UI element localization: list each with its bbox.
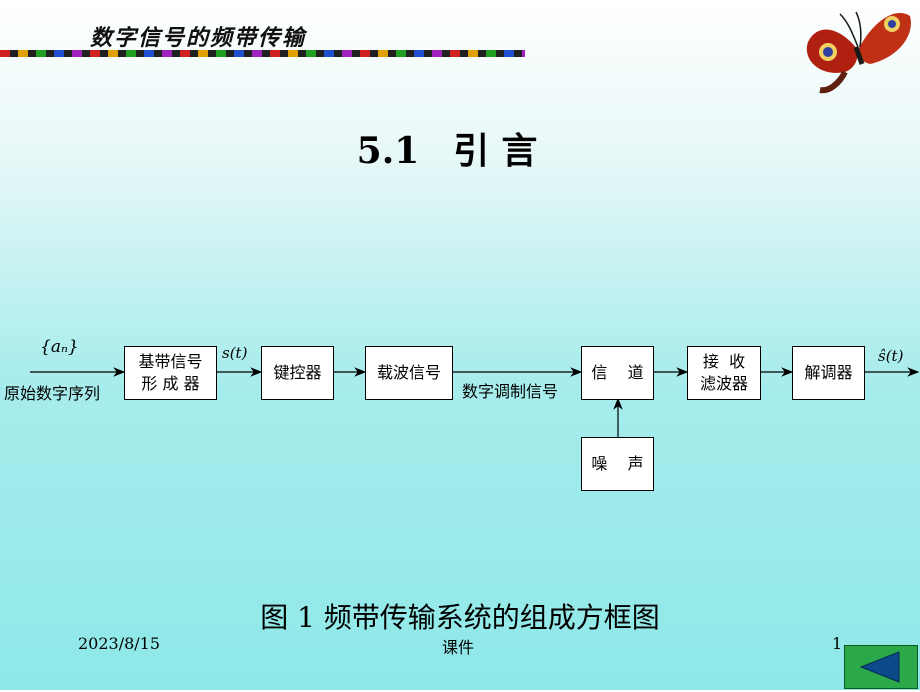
- signal-s-label: s(t): [222, 344, 248, 362]
- input-sequence-label: 原始数字序列: [4, 384, 101, 403]
- baseband-former-block: 基带信号 形 成 器: [124, 346, 217, 400]
- footer-date: 2023/8/15: [78, 634, 161, 653]
- demodulator-label: 解调器: [804, 363, 853, 382]
- keyer-label: 键控器: [273, 363, 322, 382]
- footer-center-text: 课件: [442, 638, 475, 657]
- figure-caption: 图 1 频带传输系统的组成方框图: [260, 601, 660, 634]
- demodulator-block: 解调器: [792, 346, 865, 400]
- output-estimate-label: ŝ(t): [878, 347, 904, 365]
- header-rule: [0, 50, 525, 57]
- carrier-label: 载波信号: [376, 363, 441, 382]
- noise-block: 噪 声: [581, 437, 654, 491]
- carrier-block: 载波信号: [365, 346, 453, 400]
- section-number: 5.1: [356, 130, 420, 172]
- baseband-former-line-1: 基带信号: [138, 352, 203, 371]
- receive-filter-line-2: 滤波器: [699, 374, 748, 393]
- butterfly-icon: [806, 11, 911, 94]
- modulated-signal-label: 数字调制信号: [462, 382, 559, 401]
- keyer-block: 键控器: [261, 346, 334, 400]
- receive-filter-line-1: 接 收: [702, 352, 746, 371]
- slide-title: 5.1 引言: [0, 122, 900, 174]
- header-title: 数字信号的频带传输: [90, 25, 307, 51]
- receive-filter-block: 接 收 滤波器: [687, 346, 761, 400]
- page-number: 1: [832, 634, 843, 653]
- input-sequence-symbol: {aₙ}: [40, 337, 79, 357]
- noise-label: 噪 声: [591, 454, 644, 473]
- channel-block: 信 道: [581, 346, 654, 400]
- previous-slide-button[interactable]: [844, 645, 918, 689]
- title-char-2: 言: [501, 130, 538, 172]
- baseband-former-line-2: 形 成 器: [141, 374, 200, 393]
- title-char-1: 引: [453, 130, 490, 172]
- left-triangle-icon: [859, 651, 900, 683]
- channel-label: 信 道: [591, 363, 644, 382]
